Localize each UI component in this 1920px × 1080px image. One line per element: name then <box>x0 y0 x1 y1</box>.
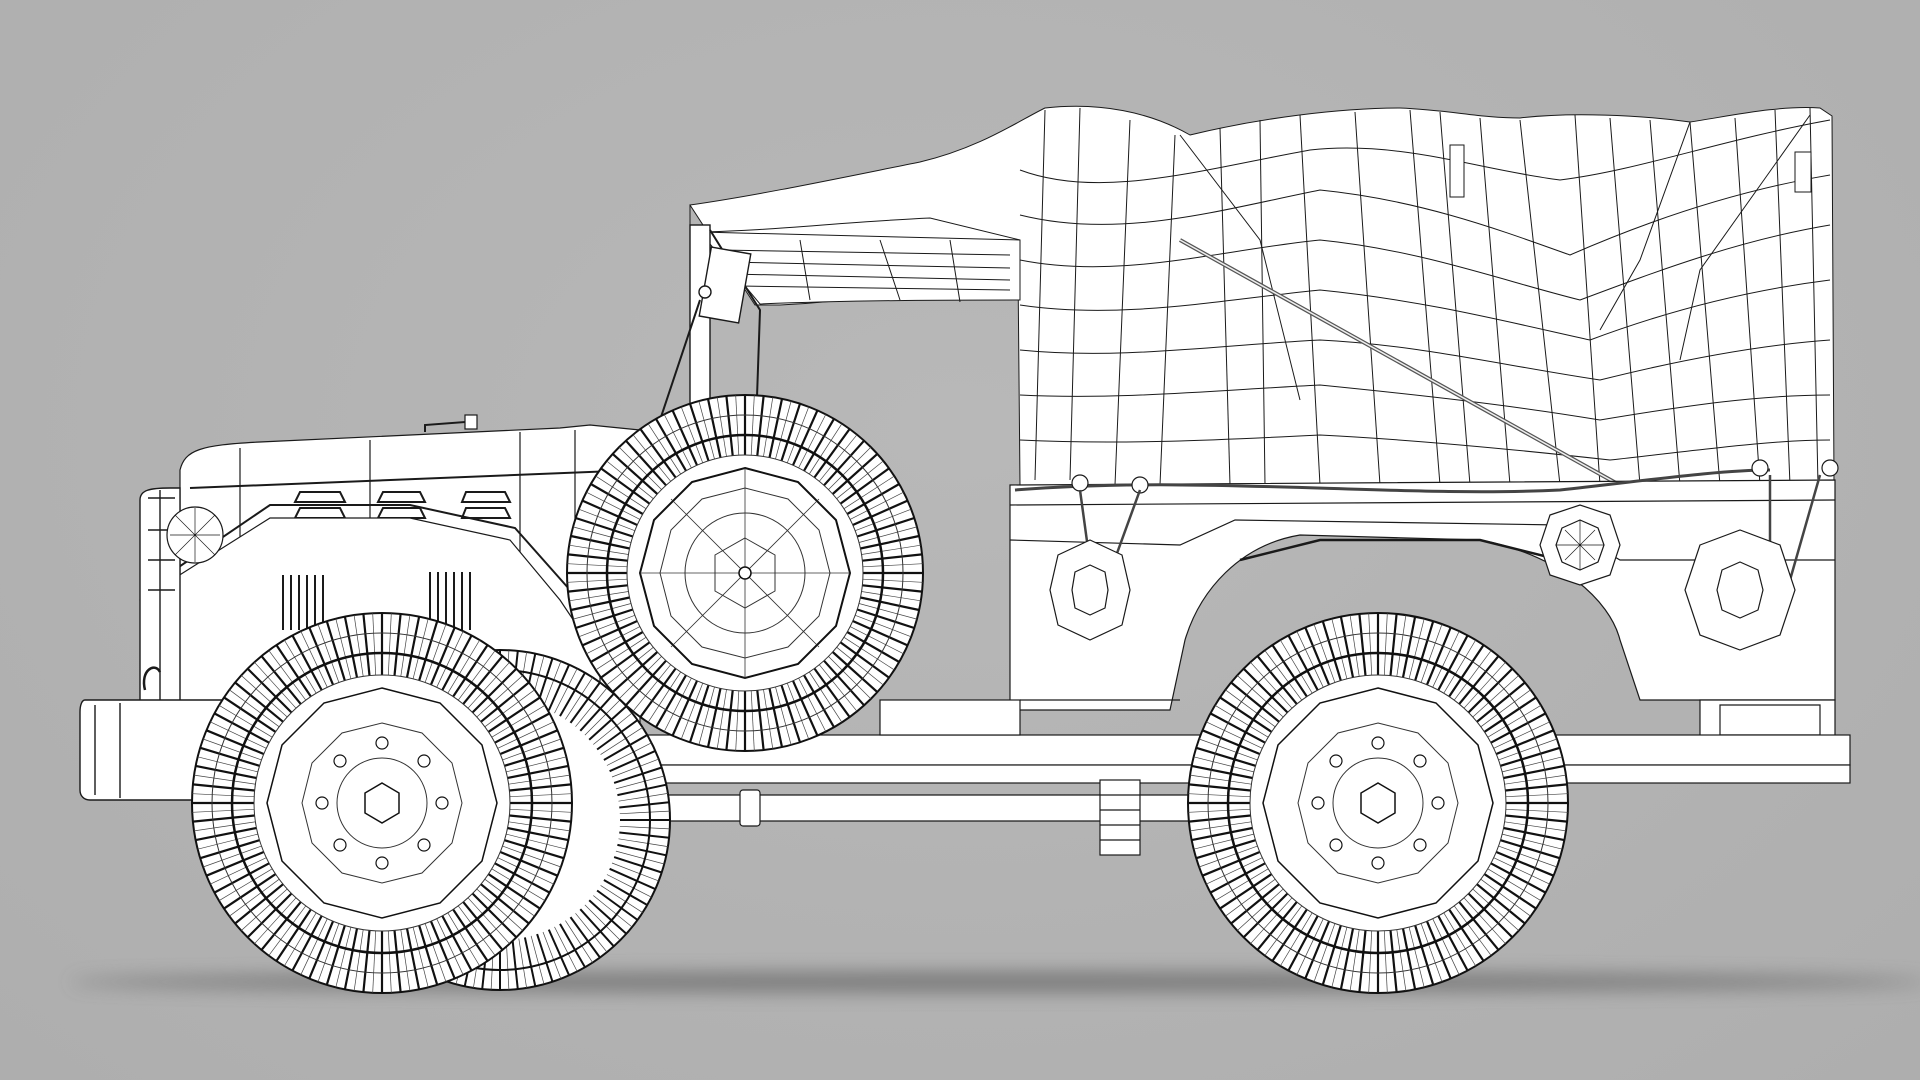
spare-tire <box>566 394 924 752</box>
side-octagon-3 <box>1684 529 1796 651</box>
fender-vents <box>282 572 471 630</box>
cargo-bed <box>1009 459 1839 741</box>
side-octagon-1 <box>1049 539 1131 641</box>
chassis-frame <box>579 699 1851 856</box>
side-octagon-2 <box>1539 504 1621 586</box>
front-wheel <box>191 612 573 994</box>
rear-wheel <box>1187 612 1569 994</box>
hood-louvers <box>293 491 512 519</box>
front-bumper <box>79 666 231 801</box>
headlight <box>166 506 224 564</box>
